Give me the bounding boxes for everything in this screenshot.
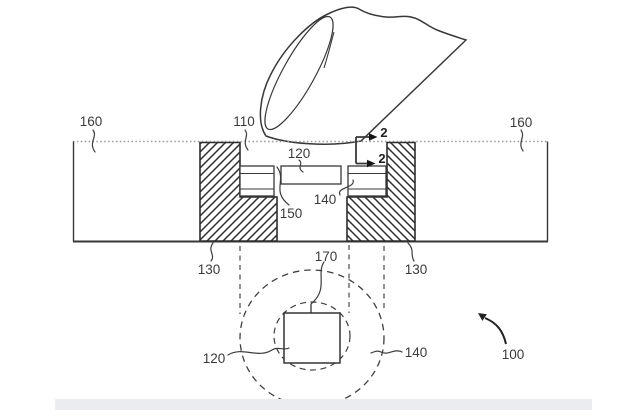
leader-120-top bbox=[298, 159, 304, 173]
bottom-image-edge bbox=[55, 399, 592, 410]
right-mount-hatch bbox=[346, 141, 416, 242]
fingernail bbox=[264, 15, 334, 131]
label-section-bottom: 2 bbox=[378, 151, 385, 166]
label-140-bottom: 140 bbox=[405, 345, 428, 360]
leader-130-right bbox=[407, 242, 415, 262]
figure-arrow-curve bbox=[484, 317, 507, 345]
projection-lines bbox=[239, 245, 385, 314]
label-120-bottom: 120 bbox=[203, 351, 226, 366]
sensor-assembly bbox=[239, 165, 387, 197]
leader-130-left bbox=[210, 242, 214, 262]
figure-arrow-head bbox=[478, 313, 487, 321]
leader-150 bbox=[276, 166, 290, 206]
label-100: 100 bbox=[502, 347, 525, 362]
reference-labels: 160 110 160 120 150 140 130 130 170 120 … bbox=[80, 114, 533, 366]
leader-170 bbox=[310, 261, 325, 305]
fingernail-inner-line bbox=[323, 31, 335, 69]
label-150: 150 bbox=[280, 206, 303, 221]
leader-lines bbox=[91, 129, 524, 356]
leader-160-left bbox=[91, 129, 96, 153]
finger-outline bbox=[259, 6, 468, 145]
sensor-square bbox=[283, 312, 341, 364]
leader-110 bbox=[244, 129, 249, 151]
leader-160-right bbox=[520, 129, 524, 152]
figure-arrow-100 bbox=[478, 313, 507, 345]
leader-140-bottom bbox=[370, 350, 403, 354]
leader-120-bottom bbox=[227, 347, 290, 356]
section-arrow-bottom-head bbox=[367, 159, 376, 168]
leader-140-mid bbox=[338, 179, 354, 196]
label-140-mid: 140 bbox=[314, 192, 337, 207]
left-mount-hatch bbox=[199, 141, 278, 242]
bottom-view bbox=[239, 269, 385, 407]
right-bracket-lines bbox=[348, 172, 386, 190]
section-line-path bbox=[355, 136, 369, 165]
label-170: 170 bbox=[315, 249, 338, 264]
housing-plate bbox=[72, 140, 549, 243]
label-130-left: 130 bbox=[198, 262, 221, 277]
inner-ring-dashed bbox=[273, 301, 351, 371]
label-120-top: 120 bbox=[288, 146, 311, 161]
label-section-top: 2 bbox=[380, 125, 387, 140]
finger bbox=[259, 6, 468, 145]
mounts bbox=[199, 141, 416, 242]
label-110: 110 bbox=[233, 114, 255, 129]
sensor-module bbox=[280, 165, 342, 185]
label-160-left: 160 bbox=[80, 114, 103, 129]
section-arrow-top-head bbox=[369, 133, 378, 141]
left-bracket-lines bbox=[240, 172, 274, 190]
label-130-right: 130 bbox=[405, 262, 428, 277]
section-line-2: 2 2 bbox=[355, 125, 388, 168]
left-bracket bbox=[239, 165, 275, 197]
right-bracket bbox=[347, 165, 387, 197]
label-160-right: 160 bbox=[510, 115, 533, 130]
